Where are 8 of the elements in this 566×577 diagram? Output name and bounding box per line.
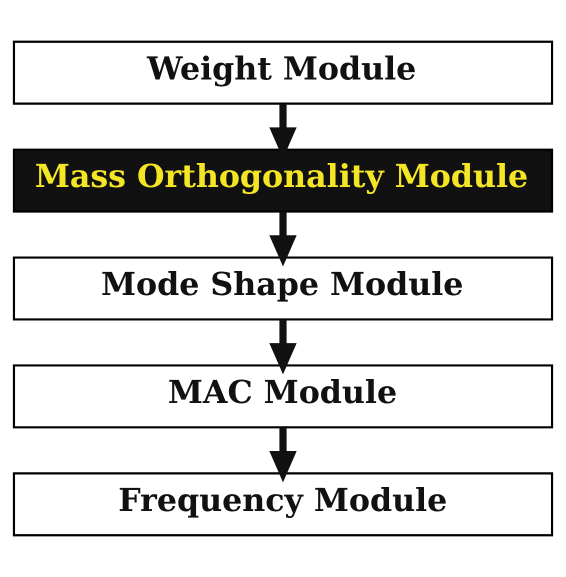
node-box: Frequency Module: [12, 472, 554, 536]
node-box: Mode Shape Module: [12, 256, 554, 321]
node-box: Mass Orthogonality Module: [12, 148, 554, 213]
arrow: [269, 320, 297, 374]
node-box: Weight Module: [12, 40, 554, 105]
node-box: MAC Module: [12, 364, 554, 428]
arrow: [269, 212, 297, 267]
arrow: [269, 428, 297, 482]
